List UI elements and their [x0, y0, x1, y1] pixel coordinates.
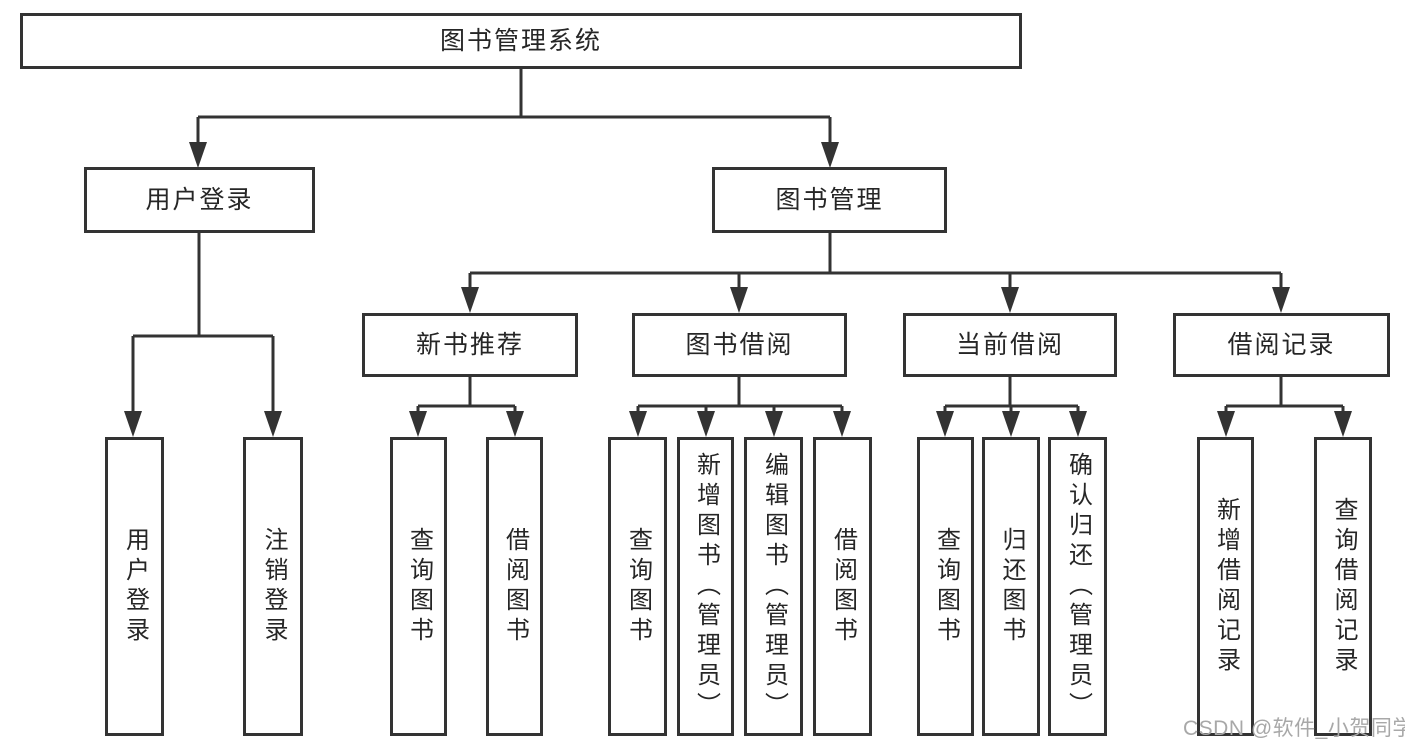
node-label: 图书管理系统: [439, 26, 602, 55]
node-label: 图书管理: [775, 185, 884, 214]
node-label: 确认归还（管理员）: [1064, 451, 1092, 722]
node-current-borrow: 当前借阅: [903, 313, 1117, 377]
leaf-return-books: 归还图书: [982, 437, 1040, 736]
leaf-borrow-books: 借阅图书: [813, 437, 872, 736]
node-borrow-records: 借阅记录: [1173, 313, 1390, 377]
leaf-query-borrow-record: 查询借阅记录: [1314, 437, 1372, 736]
leaf-query-books-current: 查询图书: [917, 437, 974, 736]
node-label: 新书推荐: [415, 330, 524, 359]
node-label: 编辑图书（管理员）: [760, 451, 788, 722]
leaf-edit-books-admin: 编辑图书（管理员）: [744, 437, 803, 736]
csdn-watermark: CSDN @软件_小贺同学: [1183, 717, 1405, 740]
leaf-confirm-return-admin: 确认归还（管理员）: [1048, 437, 1107, 736]
node-label: 新增图书（管理员）: [692, 451, 720, 722]
node-label: 查询图书: [405, 526, 433, 647]
node-user-login: 用户登录: [84, 167, 315, 233]
node-root-library-system: 图书管理系统: [20, 13, 1022, 69]
node-label: 查询图书: [624, 526, 652, 647]
node-book-management: 图书管理: [712, 167, 947, 233]
node-label: 当前借阅: [955, 330, 1064, 359]
leaf-add-books-admin: 新增图书（管理员）: [677, 437, 734, 736]
node-label: 借阅图书: [501, 526, 529, 647]
leaf-query-books-recommend: 查询图书: [390, 437, 447, 736]
leaf-add-borrow-record: 新增借阅记录: [1197, 437, 1254, 736]
node-label: 图书借阅: [685, 330, 794, 359]
leaf-borrow-books-recommend: 借阅图书: [486, 437, 543, 736]
node-label: 注销登录: [260, 526, 287, 647]
node-new-book-recommend: 新书推荐: [362, 313, 578, 377]
node-label: 新增借阅记录: [1212, 496, 1240, 677]
node-label: 查询借阅记录: [1330, 496, 1357, 677]
leaf-logout: 注销登录: [243, 437, 303, 736]
leaf-user-login: 用户登录: [105, 437, 164, 736]
node-label: 查询图书: [932, 526, 960, 647]
node-book-borrow: 图书借阅: [632, 313, 847, 377]
node-label: 用户登录: [145, 185, 254, 214]
node-label: 归还图书: [998, 526, 1025, 647]
node-label: 借阅记录: [1227, 330, 1336, 359]
arrowhead-icons: [124, 142, 1352, 437]
leaf-query-books-borrow: 查询图书: [608, 437, 667, 736]
node-label: 借阅图书: [829, 526, 857, 647]
node-label: 用户登录: [121, 526, 149, 647]
